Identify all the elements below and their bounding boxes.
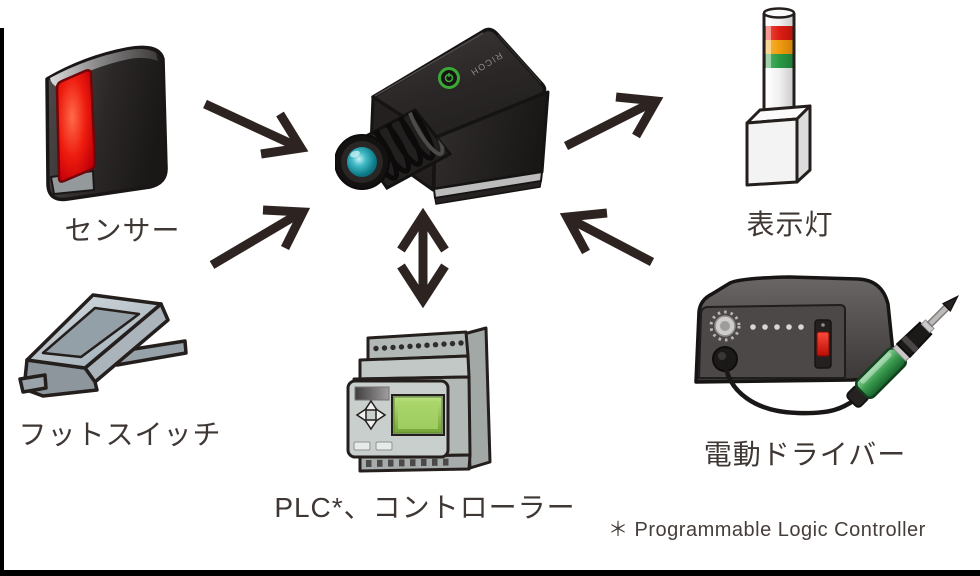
plc-button-right xyxy=(375,441,393,451)
indicator-top-cap xyxy=(762,7,796,19)
plc-footnote: ＊ Programmable Logic Controller xyxy=(608,519,926,541)
plc-terminals xyxy=(373,340,464,352)
indicator-red-band xyxy=(764,26,794,40)
arrow-sensor-to-camera xyxy=(203,99,309,159)
sensor-red-window xyxy=(55,69,97,183)
screwdriver-tool xyxy=(846,294,960,408)
foot-switch-front-tab xyxy=(18,373,48,394)
indicator-amber-band xyxy=(764,40,794,54)
foot-switch-pedal-inset xyxy=(41,306,141,359)
plc-display-strip xyxy=(354,386,390,401)
screwdriver-shaft xyxy=(926,304,950,328)
screwdriver-chuck xyxy=(895,321,933,359)
arrow-screwdriver-to-camera xyxy=(559,208,655,266)
screwdriver-bit xyxy=(941,294,960,313)
indicator-pole xyxy=(762,7,796,126)
camera-lens-glint xyxy=(350,150,360,158)
camera-edge-highlight xyxy=(374,32,484,97)
plc-button-left xyxy=(353,441,371,451)
electric-screwdriver-label: 電動ドライバー xyxy=(703,439,907,470)
arrow-camera-plc-bidirectional xyxy=(397,207,449,309)
camera-lens-glass xyxy=(347,147,377,177)
frame-border-bottom xyxy=(0,570,980,576)
electric-screwdriver-illustration xyxy=(694,275,960,416)
controller-power-switch xyxy=(814,319,832,369)
foot-switch-label: フットスイッチ xyxy=(18,419,222,450)
plc-illustration xyxy=(346,326,492,473)
plc-screen xyxy=(391,394,445,436)
camera-edge-highlight-2 xyxy=(497,34,542,84)
indicator-green-band xyxy=(764,54,794,68)
plc-label: PLC*、コントローラー xyxy=(274,492,576,523)
sensor-label: センサー xyxy=(64,215,181,246)
indicator-light-illustration xyxy=(745,7,812,187)
indicator-base-cube xyxy=(745,104,812,187)
frame-border-left xyxy=(0,28,4,576)
camera-illustration: RICOH xyxy=(335,27,550,205)
camera-power-led xyxy=(438,67,460,89)
arrow-footswitch-to-camera xyxy=(209,205,311,269)
arrow-camera-to-indicator xyxy=(563,92,664,151)
controller-led-dots xyxy=(750,324,804,330)
camera-base-lip xyxy=(434,180,542,205)
sensor-illustration xyxy=(45,45,168,202)
indicator-light-label: 表示灯 xyxy=(746,209,834,240)
plc-step-section xyxy=(358,354,471,381)
plc-bottom-slots xyxy=(366,458,449,467)
screwdriver-cable xyxy=(722,361,858,416)
plc-dpad xyxy=(355,399,387,431)
foot-switch-illustration xyxy=(18,293,188,398)
controller-knob xyxy=(709,310,741,342)
sensor-top-highlight xyxy=(50,49,158,87)
